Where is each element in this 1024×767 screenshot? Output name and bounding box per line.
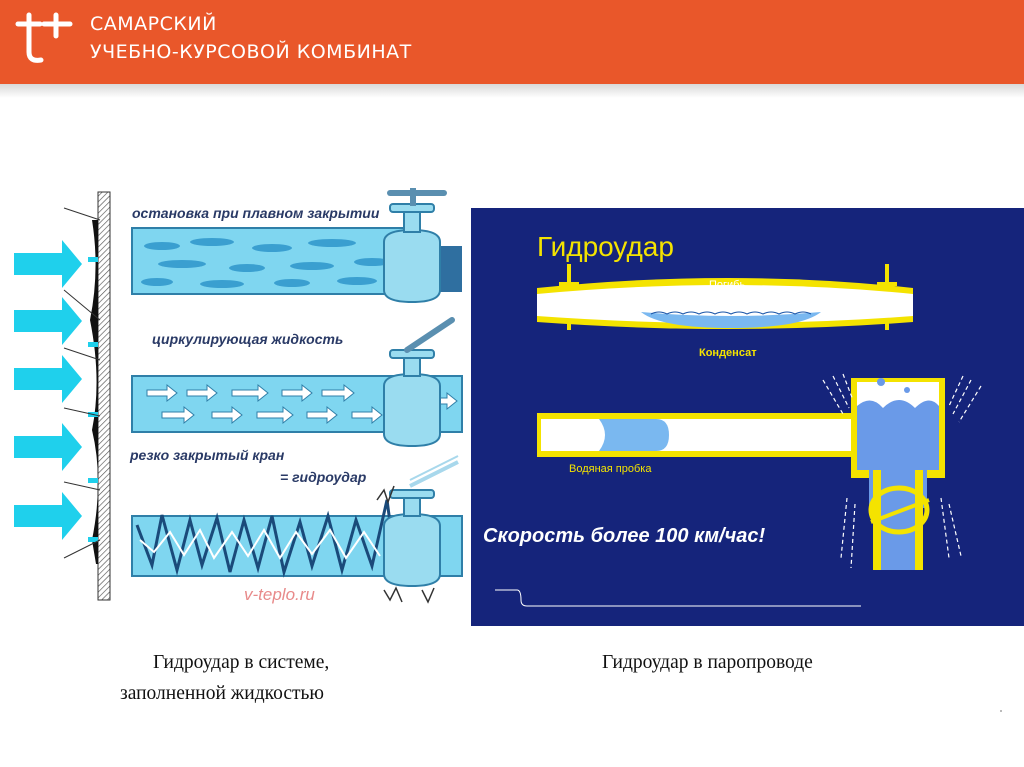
liquid-hammer-figure: остановка при плавном закрытии циркулиру…	[12, 180, 467, 612]
header-shadow	[0, 84, 1024, 98]
header-bar: САМАРСКИЙ УЧЕБНО-КУРСОВОЙ КОМБИНАТ	[0, 0, 1024, 84]
steam-title: Гидроудар	[537, 231, 674, 262]
label-condensate: Конденсат	[699, 347, 757, 359]
valve-2	[383, 317, 455, 448]
watermark: v-teplo.ru	[244, 585, 315, 604]
label-sharp-line1: резко закрытый кран	[129, 447, 285, 463]
org-name-line2: УЧЕБНО-КУРСОВОЙ КОМБИНАТ	[90, 41, 412, 63]
caption-left-line2: заполненной жидкостью	[120, 683, 324, 704]
pressure-arrows	[14, 240, 82, 540]
caption-left-line1: Гидроудар в системе,	[153, 652, 330, 673]
label-sharp-line2: = гидроудар	[280, 469, 367, 485]
valve-1	[383, 188, 447, 304]
org-name-line1: САМАРСКИЙ	[90, 13, 217, 35]
tt-logo-icon	[15, 12, 73, 63]
bent-steam-pipe	[537, 278, 913, 329]
steam-pipe-with-plug	[537, 378, 945, 570]
valve-3	[376, 455, 459, 604]
pipe-smooth-close	[131, 227, 462, 295]
label-water-plug: Водяная пробка	[569, 463, 652, 475]
steam-pipe-figure: Гидроудар Погибь Конденсат	[471, 208, 1024, 626]
label-bend: Погибь	[709, 279, 745, 291]
decorative-dot	[1000, 710, 1002, 712]
label-smooth-close: остановка при плавном закрытии	[132, 205, 380, 221]
caption-right: Гидроудар в паропроводе	[602, 652, 813, 673]
speed-text: Скорость более 100 км/час!	[483, 525, 765, 547]
label-circulating: циркулирующая жидкость	[152, 331, 343, 347]
